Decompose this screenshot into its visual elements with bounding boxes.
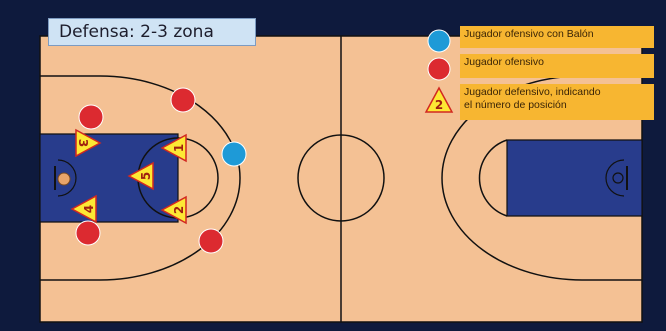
restricted-arc-right <box>605 159 625 197</box>
defender-3: 3 <box>75 128 102 158</box>
defender-4-number: 4 <box>82 205 96 213</box>
ball-rim-left <box>57 172 71 186</box>
paint-right <box>506 139 643 217</box>
ball-handler-blue <box>221 141 247 167</box>
offensive-player-red-4 <box>198 228 224 254</box>
defender-1: 1 <box>160 133 187 163</box>
offensive-player-red-2 <box>170 87 196 113</box>
legend-defensive-label: Jugador defensivo, indicando el número d… <box>460 84 654 120</box>
defender-5: 5 <box>127 161 154 191</box>
defender-2: 2 <box>160 195 187 225</box>
defender-1-number: 1 <box>172 144 186 152</box>
center-circle <box>297 134 385 222</box>
diagram-title: Defensa: 2-3 zona <box>48 18 256 46</box>
defender-2-number: 2 <box>172 206 186 214</box>
rim-right <box>612 172 624 184</box>
legend-defensive-line1: Jugador defensivo, indicando <box>464 86 601 98</box>
legend-offensive-symbol <box>427 57 451 81</box>
paint-left <box>39 133 179 223</box>
legend-defensive-number: 2 <box>435 98 443 112</box>
legend: Jugador ofensivo con Balón Jugador ofens… <box>418 24 654 120</box>
legend-ball-handler-symbol <box>427 29 451 53</box>
free-throw-arc-right <box>478 139 508 217</box>
defender-3-number: 3 <box>76 139 90 147</box>
defender-4: 4 <box>70 194 97 224</box>
offensive-player-red-3 <box>75 220 101 246</box>
legend-defensive-line2: el número de posición <box>464 99 567 111</box>
three-point-arc-left <box>40 75 241 281</box>
offensive-player-red-1 <box>78 104 104 130</box>
legend-ball-handler-label: Jugador ofensivo con Balón <box>460 26 654 48</box>
legend-offensive-label: Jugador ofensivo <box>460 54 654 78</box>
restricted-arc-left <box>57 159 77 197</box>
legend-defensive-symbol: 2 <box>424 86 454 113</box>
defender-5-number: 5 <box>139 172 153 180</box>
